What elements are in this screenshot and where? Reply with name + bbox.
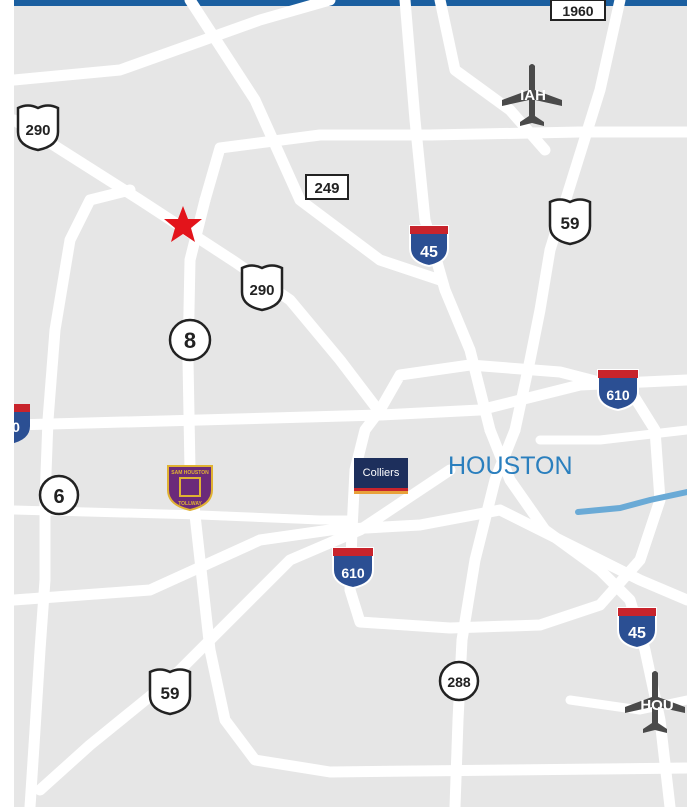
airplane-icon (502, 64, 562, 126)
interstate-shield-45-south: 45 (617, 607, 657, 650)
us-highway-shield-59-south: 59 (148, 668, 192, 716)
tollway-badge-icon: SAM HOUSTON TOLLWAY (167, 465, 213, 512)
colliers-logo-icon: Colliers (354, 458, 408, 494)
us-highway-shield-59-north: 59 (548, 198, 592, 246)
beltway-shield-8: 8 (168, 318, 212, 362)
svg-text:0: 0 (12, 419, 20, 435)
state-highway-shield-249: 249 (305, 174, 349, 200)
svg-text:59: 59 (561, 214, 580, 233)
svg-text:8: 8 (184, 328, 196, 353)
city-label-houston: HOUSTON (448, 452, 573, 480)
svg-text:290: 290 (249, 282, 274, 299)
airplane-icon (625, 671, 685, 733)
svg-text:610: 610 (341, 565, 365, 581)
svg-text:45: 45 (628, 625, 646, 642)
svg-text:SAM HOUSTON: SAM HOUSTON (171, 470, 209, 476)
svg-text:1960: 1960 (562, 3, 593, 19)
svg-text:610: 610 (606, 387, 630, 403)
left-edge-strip (0, 0, 14, 807)
svg-text:45: 45 (420, 244, 438, 261)
svg-text:6: 6 (53, 486, 64, 508)
interstate-shield-45-north: 45 (409, 225, 449, 268)
state-highway-shield-6: 6 (38, 474, 80, 516)
us-highway-shield-290-west: 290 (16, 104, 60, 152)
svg-text:249: 249 (314, 180, 339, 197)
state-highway-shield-288: 288 (438, 660, 480, 702)
ship-channel-water (575, 489, 687, 515)
road-network (8, 0, 687, 807)
svg-text:288: 288 (447, 674, 471, 690)
road-shield-1960: 1960 (550, 0, 606, 21)
airport-label-iah: IAH (520, 87, 546, 104)
svg-text:290: 290 (25, 122, 50, 139)
svg-text:Colliers: Colliers (363, 467, 400, 479)
star-icon[interactable] (164, 206, 202, 242)
top-bar (0, 0, 687, 6)
interstate-shield-610-ne: 610 (597, 369, 639, 412)
svg-text:59: 59 (161, 684, 180, 703)
interstate-shield-610-south: 610 (332, 547, 374, 590)
us-highway-shield-290: 290 (240, 264, 284, 312)
svg-text:TOLLWAY: TOLLWAY (178, 501, 202, 507)
airport-label-hou: HOU (640, 697, 673, 714)
